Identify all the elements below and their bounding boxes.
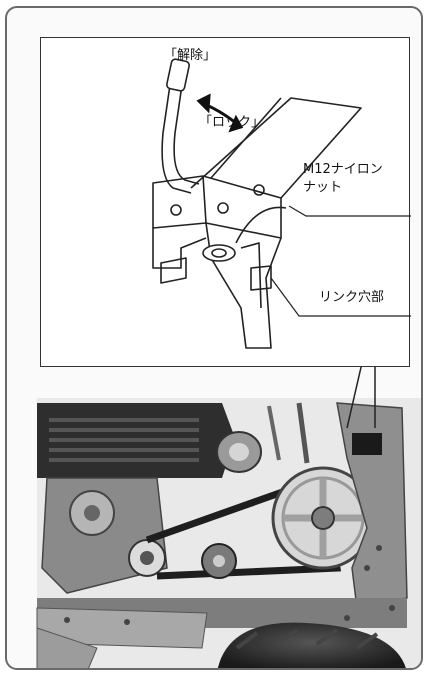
link-hole-label: リンク穴部 <box>319 290 385 305</box>
lock-label: 「ロック」 <box>199 115 265 130</box>
tiller-photo <box>36 398 421 668</box>
nut-label-line1: M12ナイロン <box>303 162 383 177</box>
nut-label-line2: ナット <box>303 180 343 195</box>
handle-lock-drawing <box>152 58 411 349</box>
figure-frame: 「解除」 「ロック」 M12ナイロン ナット リンク穴部 <box>5 6 423 670</box>
release-label: 「解除」 <box>164 48 217 63</box>
detail-inset: 「解除」 「ロック」 M12ナイロン ナット リンク穴部 <box>40 37 411 367</box>
